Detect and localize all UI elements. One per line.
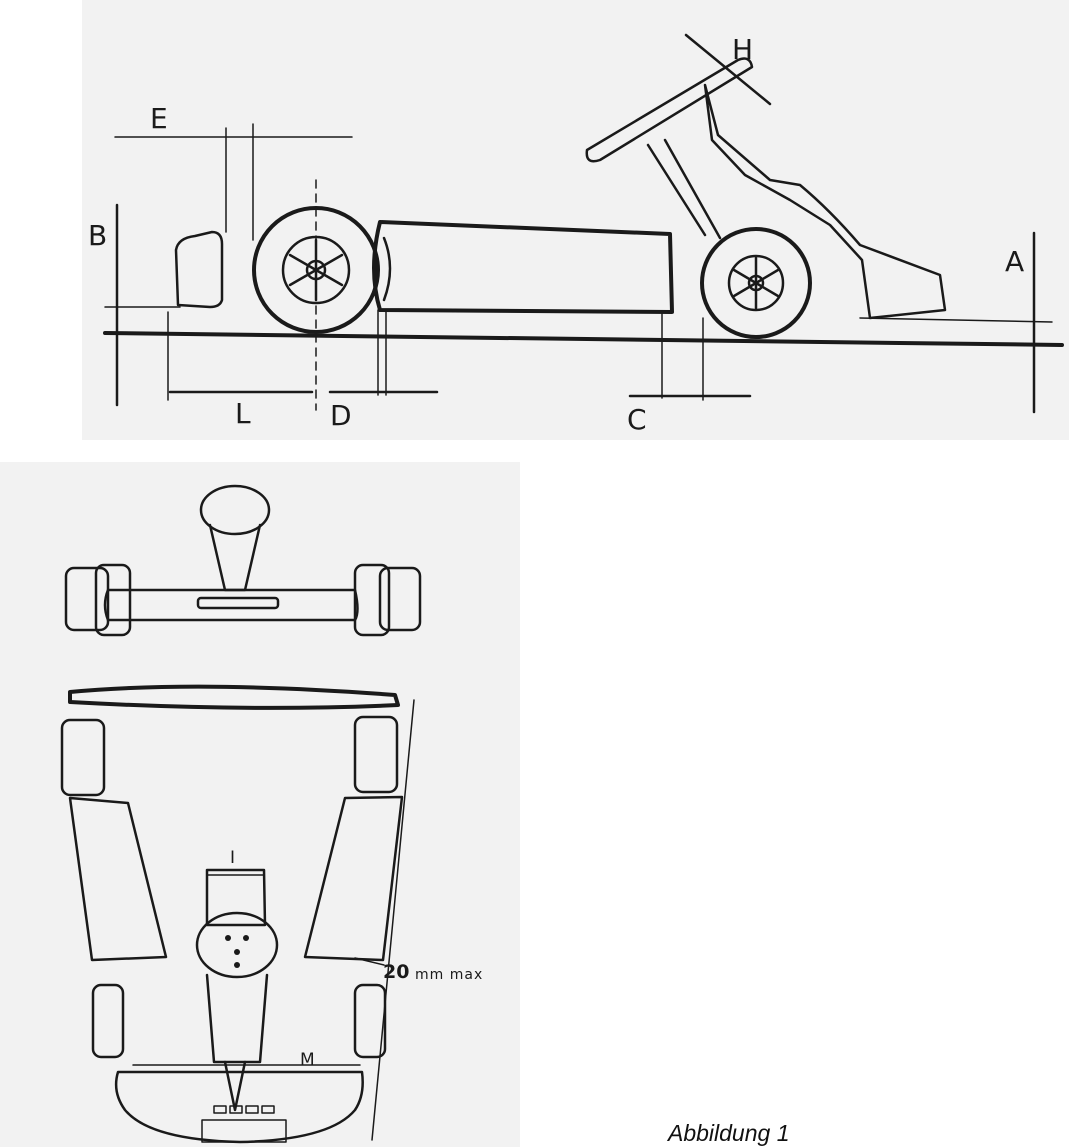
nose-panel (68, 684, 400, 710)
front-right-wheel (353, 563, 391, 637)
side-pod-edge (382, 236, 392, 302)
mid-right-wheel (353, 715, 399, 794)
dim-H-line (684, 33, 772, 106)
rear-bumper (174, 230, 224, 309)
max-arrow (354, 957, 385, 966)
top-view-drawing (60, 484, 422, 1144)
front-left-wheel (64, 566, 110, 632)
label-M: M (300, 1050, 315, 1070)
label-I: I (230, 848, 236, 868)
steering-wheel (585, 57, 754, 163)
rear-bumper-top (114, 1070, 364, 1144)
front-wheel (700, 227, 812, 339)
label-D: D (330, 399, 352, 432)
max-limit-line (371, 699, 415, 1141)
label-A: A (1005, 245, 1025, 278)
label-L: L (235, 397, 251, 430)
front-fairing (703, 83, 947, 320)
seat (205, 973, 269, 1064)
side-view-panel (82, 0, 1069, 440)
right-side-pod (303, 795, 404, 962)
label-H: H (732, 33, 754, 66)
label-B: B (88, 219, 108, 252)
figure-caption: Abbildung 1 (668, 1120, 790, 1146)
front-axle (103, 588, 359, 622)
top-steering-oval (199, 484, 271, 536)
label-E: E (150, 102, 168, 135)
rear-right-wheel (353, 983, 387, 1059)
label-max-unit: mm max (415, 967, 484, 983)
ground-line (103, 331, 1064, 347)
rear-left-wheel (91, 983, 125, 1059)
left-side-pod (68, 796, 168, 962)
top-view-panel (0, 462, 520, 1147)
side-pod (372, 220, 674, 314)
steering-column (646, 143, 707, 237)
label-max-value: 20 (383, 961, 410, 983)
label-C: C (627, 403, 647, 436)
mid-left-wheel (60, 718, 106, 797)
side-view-drawing (103, 33, 1064, 414)
top-steering-wheel (195, 911, 279, 979)
